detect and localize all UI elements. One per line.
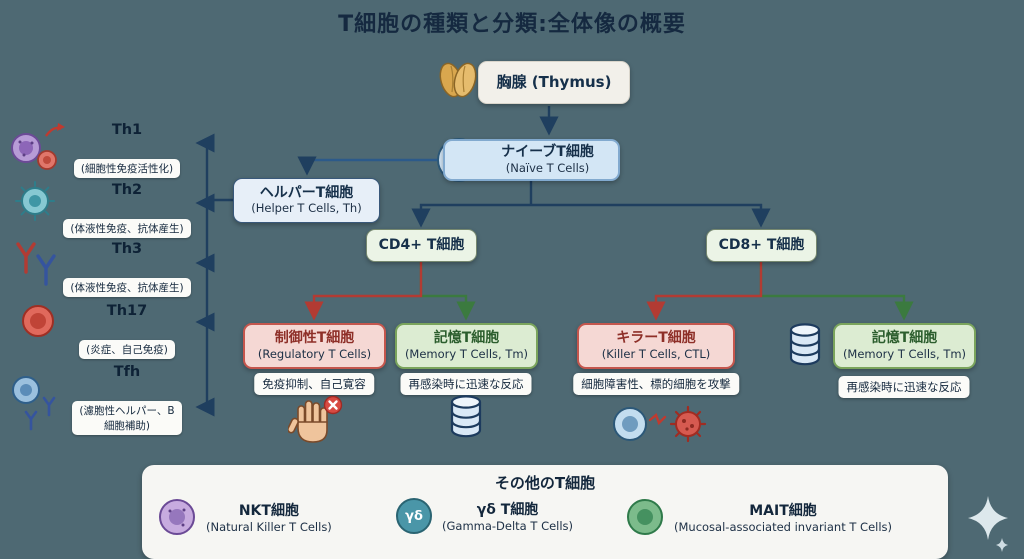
tfh-name: Tfh [113, 364, 141, 380]
naive-label-jp: ナイーブT細胞 [501, 144, 594, 161]
killer-label-jp: キラーT細胞 [616, 330, 696, 347]
th17-desc: (炎症、自己免疫) [79, 340, 175, 359]
killer-note: 細胞障害性、標的細胞を攻撃 [573, 373, 739, 395]
th3-desc: (体液性免疫、抗体産生) [63, 278, 191, 297]
cd8-t-cells-node: CD8+ T細胞 [706, 229, 817, 262]
mem8-label-en: (Memory T Cells, Tm) [842, 346, 967, 361]
stop-hand-icon [288, 395, 343, 443]
other-item-mait: MAIT細胞 (Mucosal-associated invariant T C… [626, 498, 892, 536]
th1-cells-icon [11, 123, 65, 170]
th-subset-th3: Th3 (体液性免疫、抗体産生) [48, 241, 206, 297]
killer-t-cells-node: キラーT細胞 (Killer T Cells, CTL) [577, 323, 735, 369]
treg-note: 免疫抑制、自己寛容 [254, 373, 374, 395]
memory-database-icon [450, 395, 482, 438]
helper-label-en: (Helper T Cells, Th) [251, 201, 362, 216]
thymus-icon [439, 62, 477, 98]
th-subset-tfh: Tfh (濾胞性ヘルパー、B細胞補助) [48, 364, 206, 435]
tfh-desc: (濾胞性ヘルパー、B細胞補助) [72, 401, 182, 435]
th17-cell-icon [22, 305, 54, 337]
naive-t-cells-node: ナイーブT細胞 (Naïve T Cells) [443, 139, 620, 181]
th1-desc: (細胞性免疫活性化) [73, 159, 181, 178]
treg-label-en: (Regulatory T Cells) [257, 346, 372, 361]
th-subset-th17: Th17 (炎症、自己免疫) [48, 303, 206, 359]
mem8-note: 再感染時に迅速な反応 [838, 376, 970, 398]
th-subset-th2: Th2 (体液性免疫、抗体産生) [48, 182, 206, 238]
cd8-label: CD8+ T細胞 [718, 236, 805, 253]
helper-t-cells-node: ヘルパーT細胞 (Helper T Cells, Th) [233, 178, 380, 223]
nkt-cell-icon [159, 499, 195, 535]
mait-cell-icon [627, 499, 663, 535]
gamma-delta-label-jp: γδ T細胞 [476, 502, 539, 518]
helper-label-jp: ヘルパーT細胞 [259, 184, 354, 201]
killer-label-en: (Killer T Cells, CTL) [601, 346, 711, 361]
mem4-label-jp: 記憶T細胞 [433, 330, 500, 347]
th-subset-th1: Th1 (細胞性免疫活性化) [48, 122, 206, 178]
tfh-cell-antibodies-icon [12, 376, 56, 431]
other-t-cells-panel: その他のT細胞 NKT細胞 (Natural Killer T Cells) γ… [142, 465, 948, 559]
th3-name: Th3 [111, 241, 143, 257]
nkt-label-jp: NKT細胞 [238, 503, 299, 519]
regulatory-t-cells-node: 制御性T細胞 (Regulatory T Cells) [243, 323, 386, 369]
memory-t-cells-cd8-node: 記憶T細胞 (Memory T Cells, Tm) [833, 323, 976, 369]
th2-name: Th2 [111, 182, 143, 198]
th1-name: Th1 [111, 122, 143, 138]
thymus-label: 胸腺 (Thymus) [496, 73, 612, 92]
sparkle-icon [968, 496, 1008, 552]
other-item-nkt: NKT細胞 (Natural Killer T Cells) [158, 498, 332, 536]
memory-database-icon [789, 323, 821, 366]
page-title: T細胞の種類と分類:全体像の概要 [338, 12, 686, 37]
other-t-cells-title: その他のT細胞 [494, 474, 596, 492]
mem8-label-jp: 記憶T細胞 [871, 330, 938, 347]
cd4-label: CD4+ T細胞 [378, 236, 465, 253]
nkt-label-en: (Natural Killer T Cells) [206, 520, 332, 534]
mait-label-jp: MAIT細胞 [749, 503, 817, 519]
mait-label-en: (Mucosal-associated invariant T Cells) [674, 520, 893, 534]
mem4-label-en: (Memory T Cells, Tm) [404, 346, 529, 361]
treg-label-jp: 制御性T細胞 [274, 330, 355, 347]
gamma-delta-label-en: (Gamma-Delta T Cells) [442, 519, 574, 533]
cd4-t-cells-node: CD4+ T細胞 [366, 229, 477, 262]
mem4-note: 再感染時に迅速な反応 [400, 373, 532, 395]
th3-antibodies-icon [16, 242, 56, 286]
memory-t-cells-cd4-node: 記憶T細胞 (Memory T Cells, Tm) [395, 323, 538, 369]
th2-cell-icon [15, 181, 55, 221]
thymus-node: 胸腺 (Thymus) [478, 61, 630, 104]
gamma-delta-icon: γδ [396, 498, 432, 534]
th17-name: Th17 [106, 303, 148, 319]
naive-label-en: (Naïve T Cells) [505, 160, 590, 175]
other-item-gamma-delta: γδ γδ T細胞 (Gamma-Delta T Cells) [396, 498, 573, 534]
th2-desc: (体液性免疫、抗体産生) [63, 219, 191, 238]
killer-attack-icon [613, 405, 707, 443]
